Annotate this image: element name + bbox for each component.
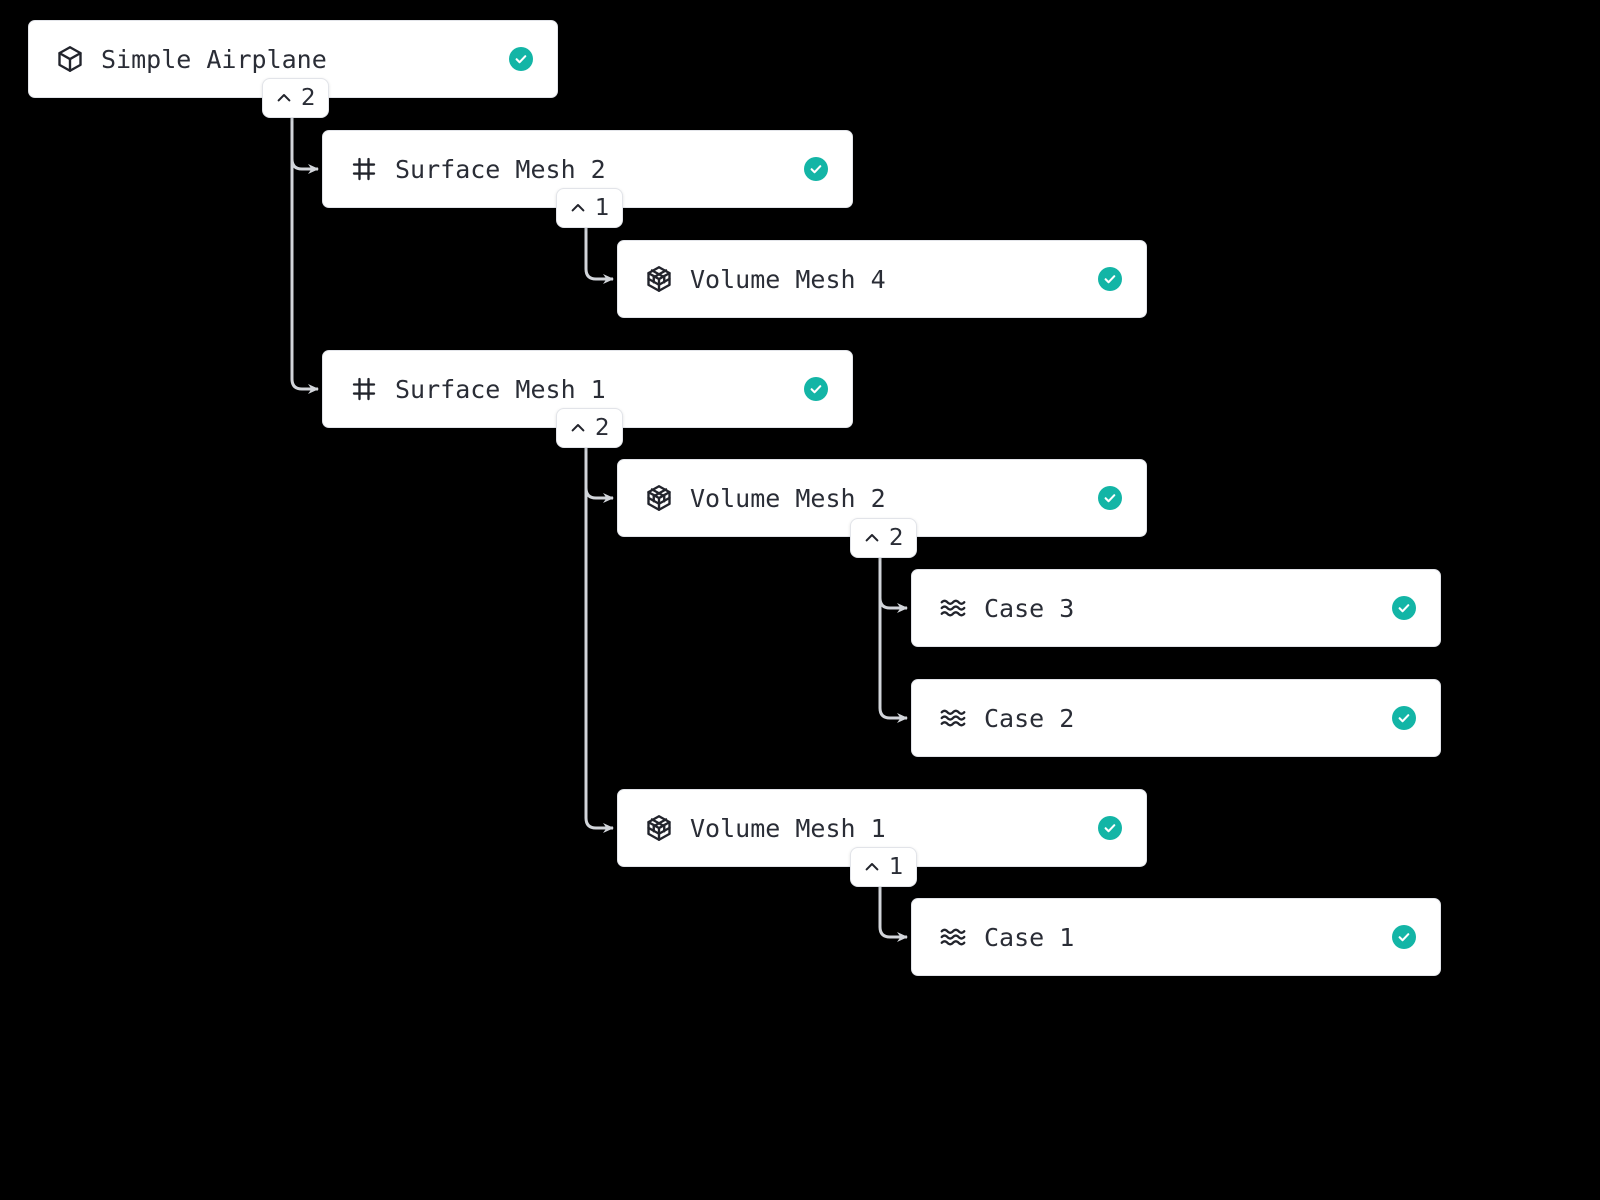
node-label: Volume Mesh 1	[690, 813, 886, 843]
node-label: Case 1	[984, 922, 1075, 952]
edge-surface-mesh-1-to-volume-mesh-2	[584, 448, 614, 503]
edge-volume-mesh-2-to-case-2	[878, 558, 908, 723]
node-label: Case 2	[984, 703, 1075, 733]
node-volume-mesh-4[interactable]: Volume Mesh 4	[617, 240, 1147, 318]
waves-icon	[938, 703, 968, 733]
node-case-2[interactable]: Case 2	[911, 679, 1441, 757]
badge-count: 2	[595, 414, 610, 441]
status-badge-check-icon	[509, 47, 533, 71]
chevron-up-icon	[569, 199, 587, 217]
status-badge-check-icon	[1392, 925, 1416, 949]
badge-count: 1	[595, 194, 610, 221]
node-case-3[interactable]: Case 3	[911, 569, 1441, 647]
node-label: Case 3	[984, 593, 1075, 623]
status-badge-check-icon	[1098, 816, 1122, 840]
node-label: Surface Mesh 1	[395, 374, 606, 404]
edge-surface-mesh-2-to-volume-mesh-4	[584, 228, 614, 284]
volume-cube-icon	[644, 264, 674, 294]
badge-count: 2	[889, 524, 904, 551]
status-badge-check-icon	[1392, 596, 1416, 620]
badge-count: 1	[889, 853, 904, 880]
edge-airplane-to-surface-mesh-2	[290, 118, 319, 174]
edge-volume-mesh-2-to-case-3	[878, 558, 908, 613]
node-label: Volume Mesh 2	[690, 483, 886, 513]
status-badge-check-icon	[1392, 706, 1416, 730]
badge-surface-mesh-1[interactable]: 2	[556, 408, 623, 448]
badge-count: 2	[301, 84, 316, 111]
chevron-up-icon	[275, 89, 293, 107]
volume-cube-icon	[644, 483, 674, 513]
node-label: Surface Mesh 2	[395, 154, 606, 184]
badge-volume-mesh-2[interactable]: 2	[850, 518, 917, 558]
badge-simple-airplane[interactable]: 2	[262, 78, 329, 118]
badge-volume-mesh-1[interactable]: 1	[850, 847, 917, 887]
chevron-up-icon	[863, 858, 881, 876]
badge-surface-mesh-2[interactable]: 1	[556, 188, 623, 228]
chevron-up-icon	[569, 419, 587, 437]
cube-icon	[55, 44, 85, 74]
grid-mesh-icon	[349, 154, 379, 184]
grid-mesh-icon	[349, 374, 379, 404]
node-case-1[interactable]: Case 1	[911, 898, 1441, 976]
status-badge-check-icon	[1098, 267, 1122, 291]
edge-airplane-to-surface-mesh-1	[290, 118, 319, 394]
node-label: Volume Mesh 4	[690, 264, 886, 294]
volume-cube-icon	[644, 813, 674, 843]
waves-icon	[938, 922, 968, 952]
node-label: Simple Airplane	[101, 44, 327, 74]
status-badge-check-icon	[804, 157, 828, 181]
chevron-up-icon	[863, 529, 881, 547]
edge-volume-mesh-1-to-case-1	[878, 887, 908, 942]
edge-surface-mesh-1-to-volume-mesh-1	[584, 448, 614, 833]
status-badge-check-icon	[804, 377, 828, 401]
waves-icon	[938, 593, 968, 623]
status-badge-check-icon	[1098, 486, 1122, 510]
